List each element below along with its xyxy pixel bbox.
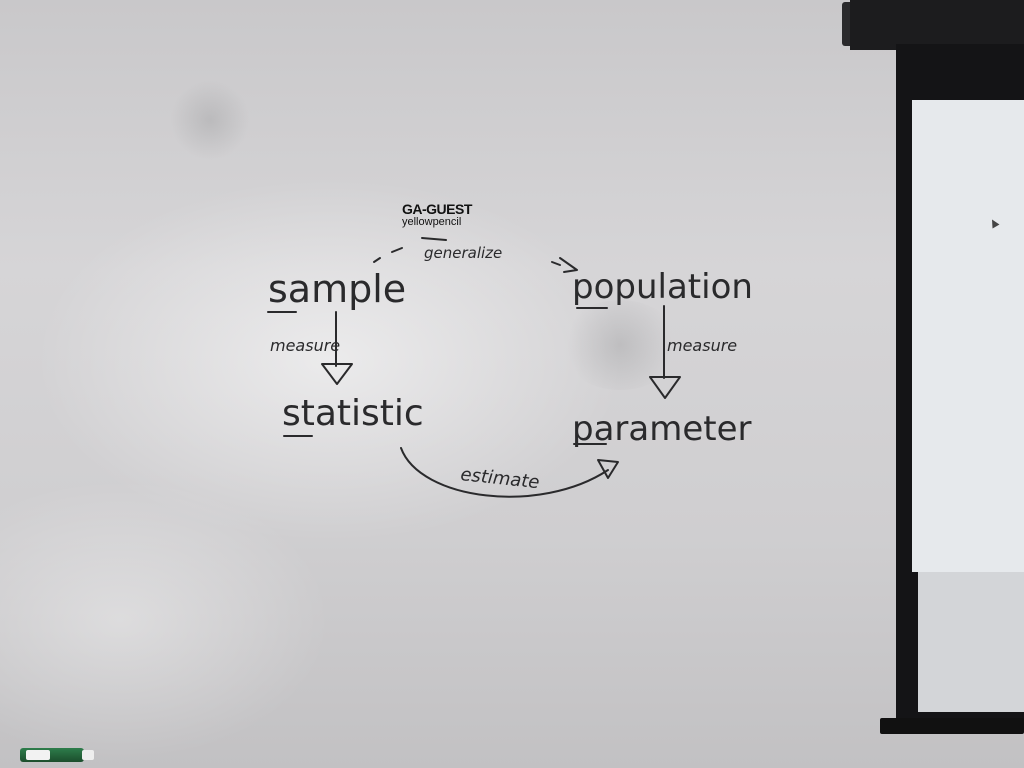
- generalize-overline: [421, 237, 447, 241]
- estimate-curve-arrow: [400, 447, 609, 498]
- generalize-dash: [391, 247, 403, 253]
- word-parameter: parameter: [572, 409, 752, 449]
- word-measure-left: measure: [270, 336, 340, 355]
- word-measure-right: measure: [667, 336, 737, 355]
- generalize-dash: [373, 257, 381, 263]
- projector-screen-housing: [850, 0, 1024, 50]
- generalize-dash: [551, 261, 561, 266]
- marker-logo: [26, 750, 50, 760]
- whiteboard-marker: [20, 748, 94, 762]
- projector-screen-lower: [918, 572, 1024, 712]
- estimate-arrowhead-icon: [597, 459, 619, 479]
- projector-screen-bottom-bar: [880, 718, 1024, 734]
- word-estimate: estimate: [459, 464, 540, 493]
- measure-left-arrowhead-icon: [321, 363, 353, 385]
- word-statistic: statistic: [282, 393, 424, 434]
- generalize-arrowhead-icon: [559, 257, 578, 273]
- projector-screen-surface: [912, 100, 1024, 572]
- label-subtitle: yellowpencil: [402, 216, 462, 228]
- word-sample: sample: [268, 267, 406, 311]
- word-generalize: generalize: [424, 244, 502, 262]
- word-population: population: [572, 267, 753, 307]
- smudge: [170, 80, 250, 160]
- smudge: [560, 300, 680, 390]
- measure-right-arrowhead-icon: [649, 376, 681, 399]
- label-title: GA-GUEST: [402, 201, 472, 217]
- marker-cap: [82, 750, 94, 760]
